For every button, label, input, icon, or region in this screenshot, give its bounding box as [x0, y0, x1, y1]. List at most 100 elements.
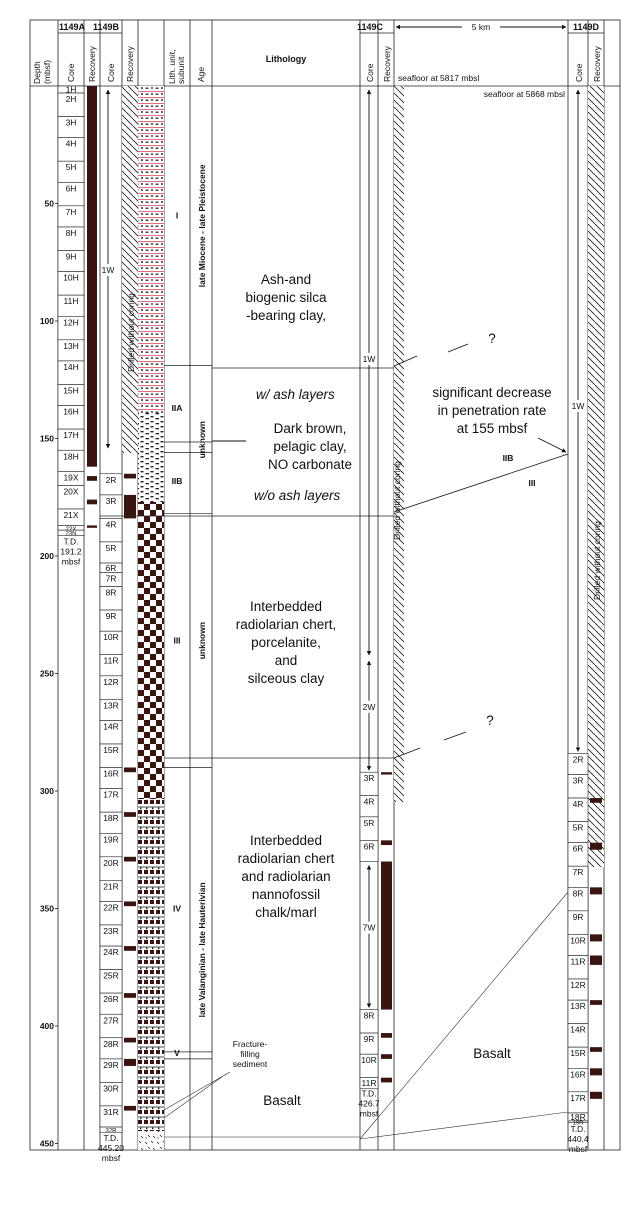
recovery-bar — [590, 842, 602, 850]
unit3-desc-5: silceous clay — [248, 671, 325, 686]
core-label: 15R — [103, 745, 119, 755]
wash-label-bg — [361, 921, 377, 934]
core-label: 5R — [364, 818, 375, 828]
core-label: 24R — [103, 947, 119, 957]
iib-label: IIB — [503, 453, 514, 463]
core-label: 17R — [570, 1093, 586, 1103]
unit-label: I — [176, 210, 178, 220]
core-label: 3R — [364, 773, 375, 783]
recovery-bar — [124, 1037, 136, 1043]
pelagic-clay-pattern — [138, 413, 164, 502]
td-depth: 440.4 — [567, 1134, 589, 1144]
core-label: 3R — [106, 496, 117, 506]
core-label: 3R — [573, 776, 584, 786]
core-label: 12R — [103, 677, 119, 687]
lithology-descriptions: Ash-and biogenic silca -bearing clay, w/… — [163, 272, 511, 1119]
core-box — [99, 1126, 123, 1133]
unit4-desc-3: and radiolarian — [241, 869, 330, 884]
recovery-bar — [590, 887, 602, 895]
hole-1149a-cores: 1H2H3H4H5H6H7H8H9H10H11H12H13H14H15H16H1… — [57, 85, 97, 538]
recovery-bar — [381, 1077, 392, 1083]
recovery-bar — [590, 1047, 602, 1052]
question-mark-1: ? — [488, 331, 496, 346]
wash-label: 1W — [363, 354, 376, 364]
recovery-bar — [124, 812, 136, 817]
unit2-desc-1: Dark brown, — [274, 421, 347, 436]
hole-1149d-cores: 2R3R4R5R6R7R8R9R10R11R12R13R14R15R16R17R… — [567, 753, 602, 1127]
c-d-line-3b — [443, 731, 467, 741]
core-label: 4R — [573, 799, 584, 809]
core-label: 15R — [570, 1048, 586, 1058]
wash-label: 1W — [572, 401, 585, 411]
hole-d-drilled-text: Drilled without coring — [592, 521, 602, 600]
depth-tick-label: 300 — [40, 786, 54, 796]
depth-tick-label: 200 — [40, 551, 54, 561]
recovery-bar — [87, 86, 97, 467]
recovery-bar — [381, 861, 392, 1010]
core-label: 12R — [570, 980, 586, 990]
unit4-desc-4: nannofossil — [252, 887, 320, 902]
core-label: 21R — [103, 881, 119, 891]
unit3-desc-3: porcelanite, — [251, 635, 321, 650]
c-d-line-1a — [393, 355, 418, 367]
core-label: 26R — [103, 994, 119, 1004]
core-label: 8R — [106, 588, 117, 598]
wash-label-bg — [361, 700, 377, 713]
core-box — [359, 840, 379, 862]
ash-clay-pattern — [138, 86, 164, 413]
fracture-label-2: filling — [240, 1049, 260, 1059]
core-label: 9R — [106, 611, 117, 621]
recovery-header-a: Recovery — [87, 45, 97, 82]
core-label: 11R — [571, 957, 586, 967]
core-label: 12H — [63, 317, 79, 327]
hole-c-drilled-text: Drilled without coring — [392, 461, 402, 540]
core-label: 7R — [106, 573, 117, 583]
td-depth: 426.7 — [358, 1099, 380, 1109]
core-label: 18R — [103, 813, 119, 823]
core-label: 19R — [572, 1121, 584, 1127]
hole-1149b-cores: 2R3R4R5R6R7R8R9R10R11R12R13R14R15R16R17R… — [99, 473, 136, 1135]
unit4-desc-5: chalk/marl — [255, 905, 317, 920]
core-label: 10R — [103, 632, 119, 642]
unit2-desc-3: NO carbonate — [268, 457, 352, 472]
core-label: 6R — [573, 844, 584, 854]
core-label: 11R — [104, 656, 119, 666]
lith-unit-header: Lith. unit, — [167, 50, 177, 85]
recovery-bar — [124, 856, 136, 862]
core-label: 22R — [103, 902, 119, 912]
recovery-bar — [124, 473, 136, 479]
lithology-header: Lithology — [266, 54, 307, 64]
core-label: 9R — [364, 1034, 375, 1044]
core-label: 16R — [570, 1069, 586, 1079]
core-label: 10R — [361, 1055, 377, 1065]
recovery-header-d: Recovery — [592, 45, 602, 82]
core-label: 13H — [63, 341, 79, 351]
recovery-bar — [381, 1033, 392, 1038]
hole-b-wash-pattern — [122, 86, 138, 453]
core-label: 22X — [66, 527, 77, 533]
c-d-line-1b — [447, 343, 469, 353]
core-label: 9R — [573, 912, 584, 922]
recovery-bar — [124, 993, 136, 998]
age-label: late Valanginian - late Hauterivian — [197, 882, 207, 1017]
site-1149d-label: 1149D — [573, 22, 600, 32]
recovery-bar — [590, 955, 602, 965]
recovery-bar — [124, 901, 136, 907]
unit1-desc-1: Ash-and — [261, 272, 311, 287]
unit3-desc-1: Interbedded — [250, 599, 322, 614]
depth-tick-label: 100 — [40, 316, 54, 326]
core-label: 6H — [66, 183, 77, 193]
core-label: 31R — [103, 1107, 119, 1117]
penetration-note-2: in penetration rate — [438, 403, 547, 418]
depth-tick-label: 400 — [40, 1021, 54, 1031]
ash-layers-note: w/ ash layers — [256, 387, 335, 402]
core-label: 8H — [66, 228, 77, 238]
td-label: T.D. — [361, 1089, 376, 1099]
site-1149b-label: 1149B — [93, 22, 120, 32]
depth-tick-label: 450 — [40, 1139, 54, 1149]
core-label: 5R — [106, 543, 117, 553]
recovery-bar — [124, 946, 136, 951]
